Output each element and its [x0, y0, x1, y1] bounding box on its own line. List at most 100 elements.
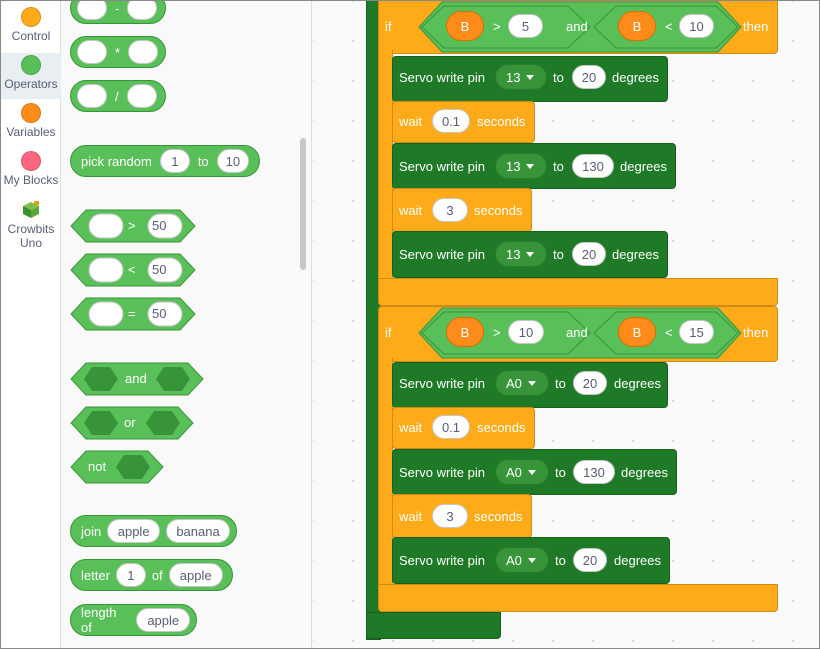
and-block[interactable] [70, 362, 204, 396]
and-label: and [125, 371, 147, 386]
pin-dropdown[interactable]: A0 [495, 459, 549, 485]
pin-dropdown[interactable]: A0 [495, 547, 549, 573]
wait-seconds-value[interactable]: 3 [432, 504, 468, 528]
divide-block[interactable]: / [70, 80, 166, 112]
wait-seconds-value[interactable]: 3 [432, 198, 468, 222]
not-label: not [88, 459, 107, 474]
if-1-right-variable[interactable]: B [618, 11, 656, 41]
if-1-left-variable[interactable]: B [446, 11, 484, 41]
equals-operator: = [128, 306, 136, 321]
if-1-right-value[interactable]: 10 [679, 14, 714, 38]
if-2-and-label: and [566, 325, 588, 340]
outer-loop-bottom[interactable] [366, 612, 501, 639]
degrees-value[interactable]: 130 [573, 460, 615, 484]
if-2-label: if [385, 325, 392, 340]
if-2-left-variable[interactable]: B [446, 317, 484, 347]
control-dot-icon [21, 7, 41, 27]
wait-block[interactable] [392, 407, 535, 449]
dropdown-caret-icon [526, 251, 535, 257]
degrees-value[interactable]: 20 [573, 371, 607, 395]
subtract-right-slot[interactable] [127, 0, 158, 20]
to-label: to [553, 159, 564, 174]
palette-scrollbar[interactable] [300, 138, 306, 270]
if-2-right-variable[interactable]: B [618, 317, 656, 347]
join-block[interactable]: join apple banana [70, 515, 237, 547]
equals-value[interactable]: 50 [152, 306, 167, 321]
if-2-left-operator: > [493, 325, 501, 340]
pin-dropdown[interactable]: 13 [495, 64, 547, 90]
letter-index[interactable]: 1 [115, 563, 146, 587]
degrees-value[interactable]: 130 [572, 154, 614, 178]
if-block-1-bottom [378, 278, 778, 306]
equals-block[interactable] [70, 297, 196, 331]
category-variables[interactable]: Variables [1, 103, 61, 149]
length-of-block[interactable]: length of apple [70, 604, 197, 636]
less-than-operator: < [128, 262, 136, 277]
letter-of-block[interactable]: letter 1 of apple [70, 559, 233, 591]
degrees-value[interactable]: 20 [572, 65, 606, 89]
letter-word[interactable]: apple [168, 563, 223, 587]
less-than-value[interactable]: 50 [152, 262, 167, 277]
divide-operator: / [115, 88, 119, 104]
variables-dot-icon [21, 103, 41, 123]
if-1-left-operator: > [493, 19, 501, 34]
greater-than-block[interactable] [70, 209, 196, 243]
if-2-left-value[interactable]: 10 [508, 320, 544, 344]
category-crowbits-uno[interactable]: Crowbits Uno [1, 200, 61, 252]
length-of-word[interactable]: apple [136, 608, 190, 632]
wait-label: wait [399, 114, 423, 129]
join-second-value[interactable]: banana [166, 519, 230, 543]
wait-seconds-value[interactable]: 0.1 [432, 109, 470, 133]
pin-value: A0 [506, 464, 522, 480]
category-control[interactable]: Control [1, 7, 61, 53]
subtract-left-slot[interactable] [77, 0, 107, 20]
degrees-label: degrees [612, 247, 659, 262]
pick-random-to[interactable]: 10 [216, 149, 250, 173]
dropdown-caret-icon [526, 74, 535, 80]
to-label: to [555, 465, 566, 480]
pin-dropdown[interactable]: 13 [495, 241, 547, 267]
multiply-block[interactable]: * [70, 36, 166, 68]
pin-dropdown[interactable]: 13 [495, 153, 547, 179]
category-my-blocks[interactable]: My Blocks [1, 151, 61, 197]
servo-label: Servo write pin [399, 247, 485, 262]
degrees-value[interactable]: 20 [572, 242, 606, 266]
letter-of-label: of [151, 567, 163, 583]
pin-dropdown[interactable]: A0 [495, 370, 549, 396]
join-first-value[interactable]: apple [107, 519, 161, 543]
operators-dot-icon [21, 55, 41, 75]
multiply-right-slot[interactable] [128, 40, 159, 64]
crowbits-icon [20, 200, 42, 220]
pick-random-block[interactable]: pick random 1 to 10 [70, 145, 260, 177]
seconds-label: seconds [477, 420, 526, 435]
if-1-label: if [385, 19, 392, 34]
or-block[interactable] [70, 406, 194, 440]
servo-label: Servo write pin [399, 376, 485, 391]
category-operators[interactable]: Operators [1, 53, 61, 99]
pick-random-from[interactable]: 1 [159, 149, 190, 173]
subtract-block[interactable]: - [70, 0, 166, 24]
wait-label: wait [399, 203, 423, 218]
multiply-operator: * [115, 44, 121, 60]
to-label: to [555, 553, 566, 568]
divide-right-slot[interactable] [126, 84, 157, 108]
if-2-right-value[interactable]: 15 [679, 320, 714, 344]
pick-random-label: pick random [81, 153, 152, 169]
if-1-left-value[interactable]: 5 [508, 14, 543, 38]
greater-than-value[interactable]: 50 [152, 218, 167, 233]
divide-left-slot[interactable] [77, 84, 107, 108]
my-blocks-dot-icon [21, 151, 41, 171]
if-1-right-operator: < [665, 19, 673, 34]
seconds-label: seconds [477, 114, 526, 129]
dropdown-caret-icon [527, 380, 536, 386]
degrees-label: degrees [621, 465, 668, 480]
wait-seconds-value[interactable]: 0.1 [432, 415, 470, 439]
greater-than-operator: > [128, 218, 136, 233]
not-block[interactable] [70, 450, 164, 484]
multiply-left-slot[interactable] [77, 40, 107, 64]
letter-label: letter [81, 567, 110, 583]
degrees-value[interactable]: 20 [573, 548, 607, 572]
wait-label: wait [399, 509, 423, 524]
less-than-block[interactable] [70, 253, 196, 287]
seconds-label: seconds [474, 509, 523, 524]
